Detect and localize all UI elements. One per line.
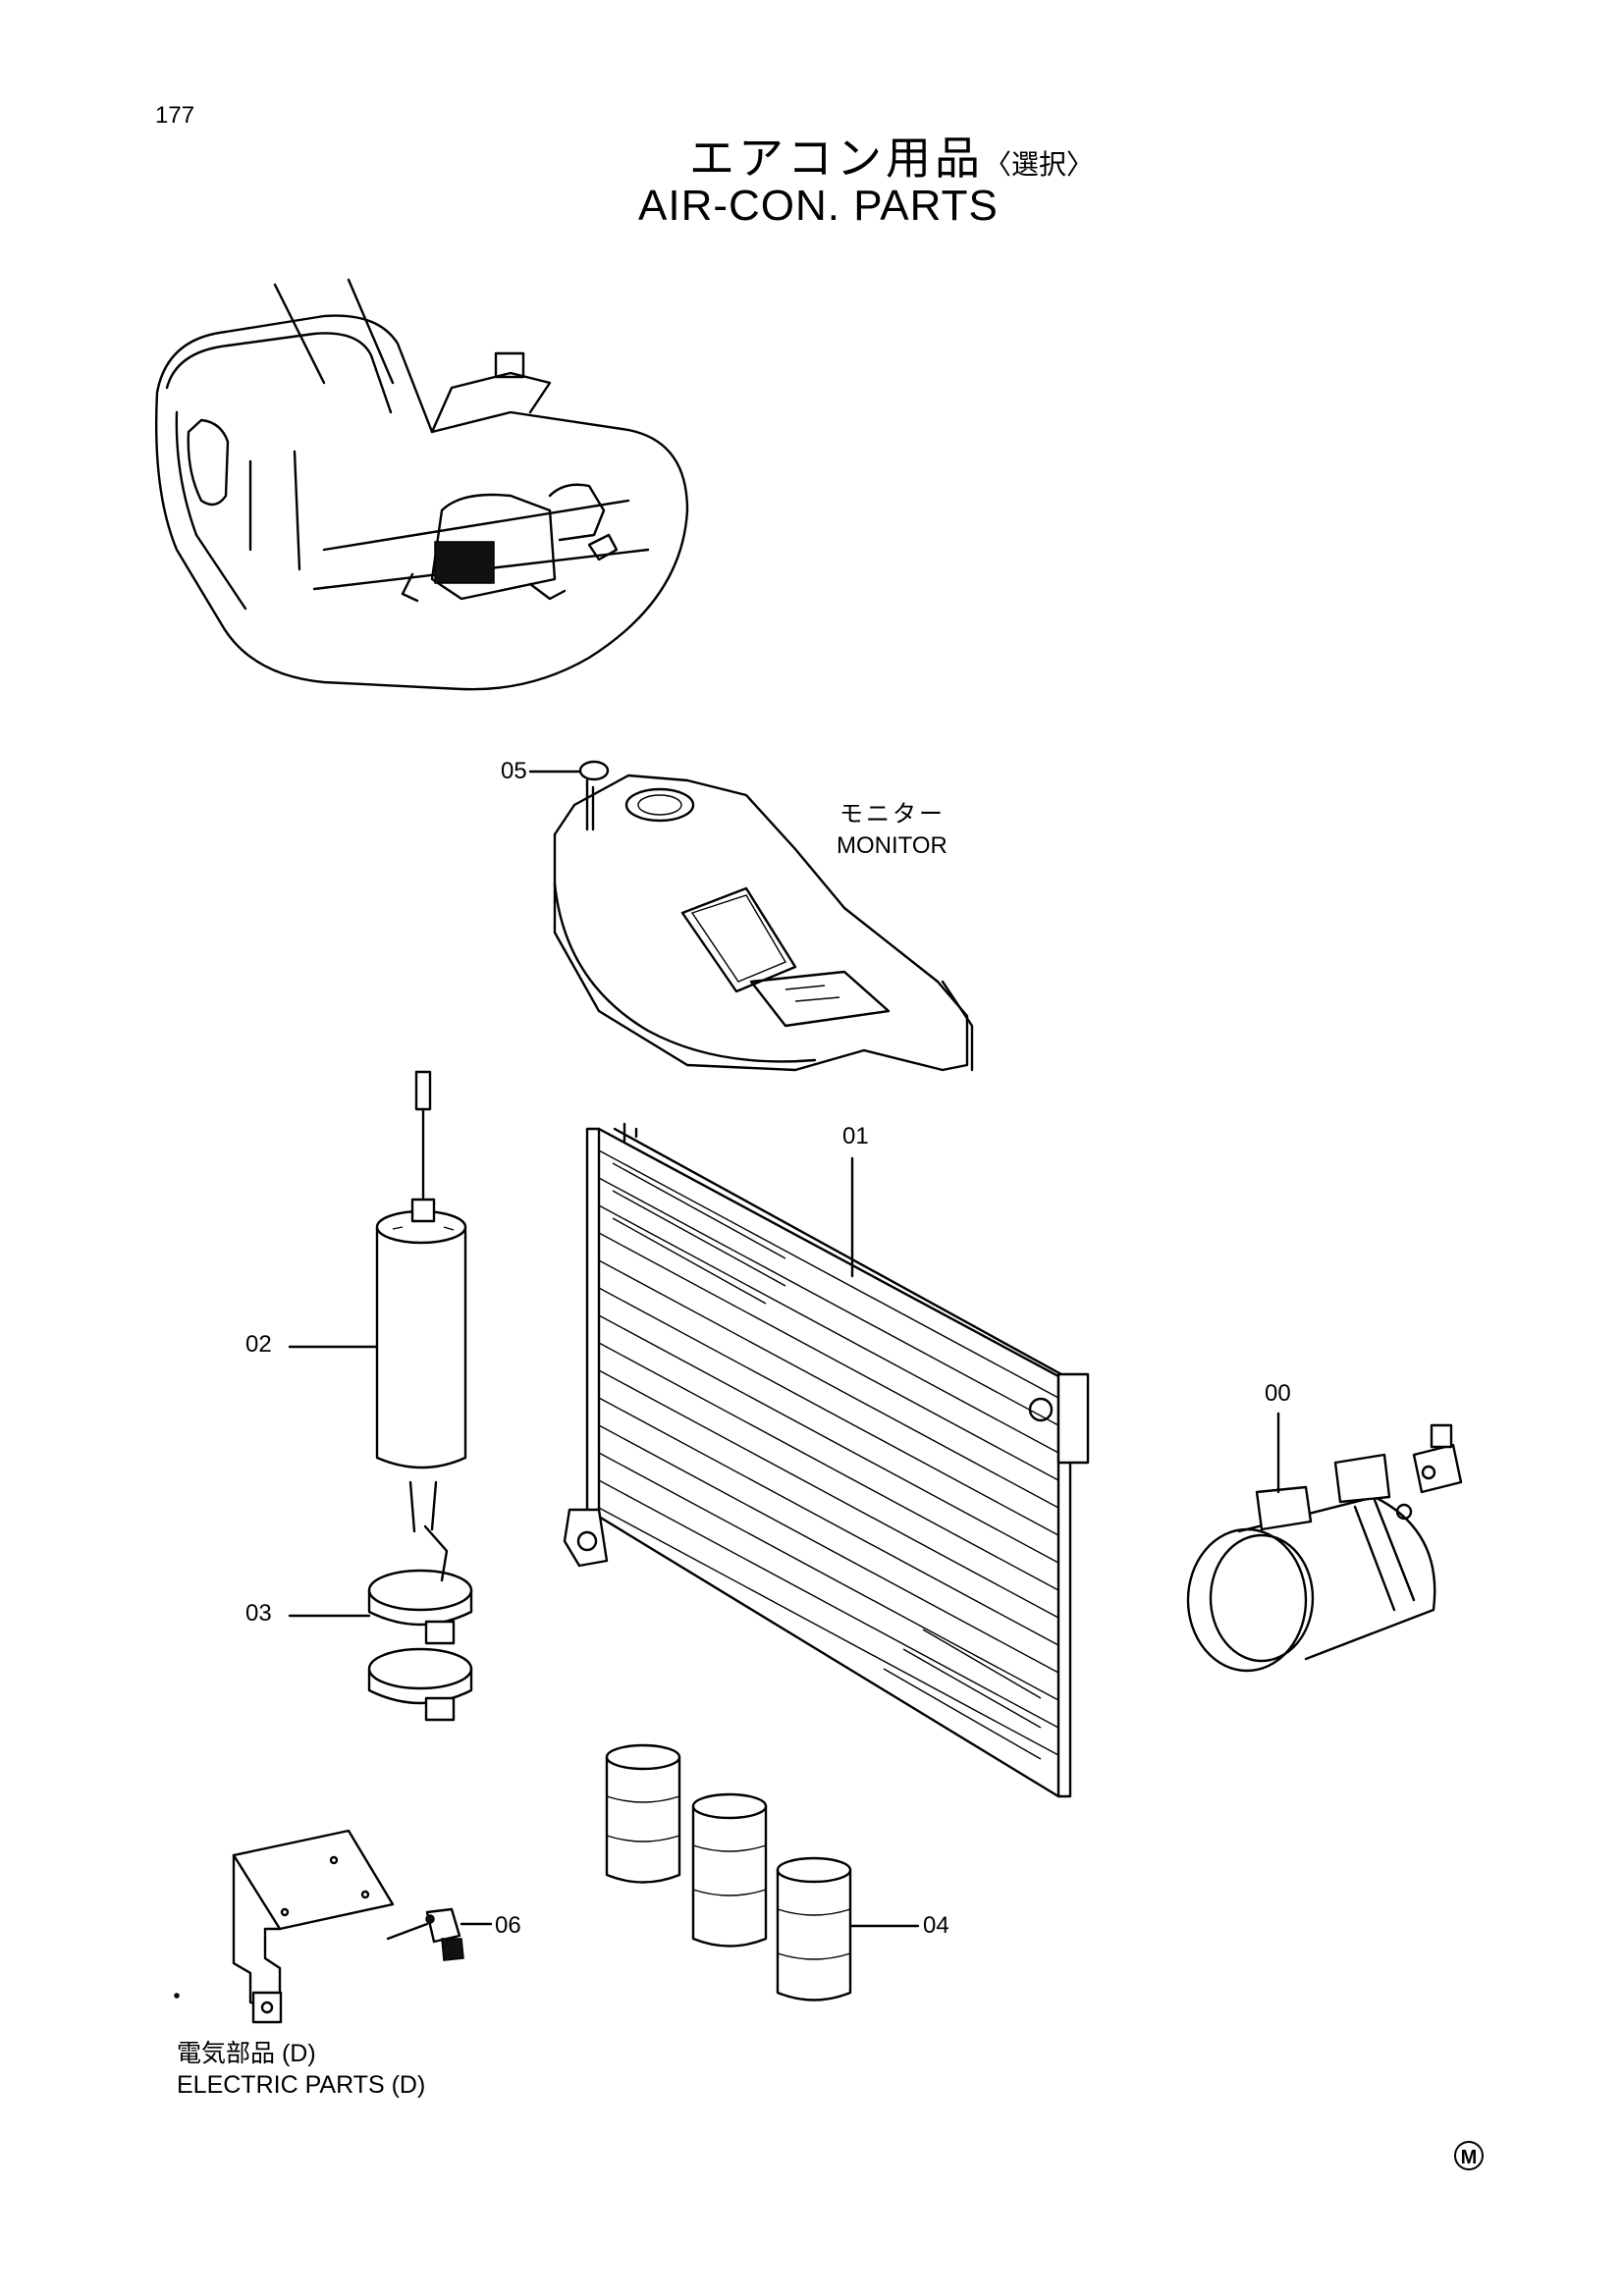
monitor-label-jp: モニター [839, 801, 946, 828]
filter-cartridges-illustration [605, 1743, 920, 2002]
circled-m-mark: M [1454, 2141, 1484, 2170]
callout-02: 02 [245, 1331, 272, 1358]
callout-01: 01 [842, 1123, 869, 1149]
monitor-panel-illustration [528, 760, 974, 1072]
electric-parts-label-jp: 電気部品 (D) [177, 2040, 316, 2067]
relay-illustration [386, 1907, 493, 1961]
callout-05: 05 [501, 758, 527, 784]
callout-04: 04 [923, 1912, 949, 1939]
excavator-illustration [154, 278, 689, 691]
title-jp-note: 〈選択〉 [984, 149, 1095, 180]
stray-marks [174, 1993, 180, 1999]
title-jp-text: エアコン用品 [689, 133, 984, 184]
condenser-illustration [563, 1122, 1090, 1798]
receiver-drier-illustration [288, 1070, 467, 1469]
callout-03: 03 [245, 1600, 272, 1627]
page-title-jp: エアコン用品〈選択〉 [689, 135, 1094, 181]
compressor-illustration [1186, 1412, 1463, 1673]
electric-parts-label-en: ELECTRIC PARTS (D) [177, 2071, 426, 2099]
page-number: 177 [155, 102, 195, 129]
monitor-label-en: MONITOR [837, 832, 947, 859]
hose-clamps-illustration [288, 1480, 473, 1722]
bracket-illustration [232, 1829, 395, 2024]
callout-06: 06 [495, 1912, 521, 1939]
page-title-en: AIR-CON. PARTS [638, 182, 999, 230]
callout-00: 00 [1265, 1380, 1291, 1407]
